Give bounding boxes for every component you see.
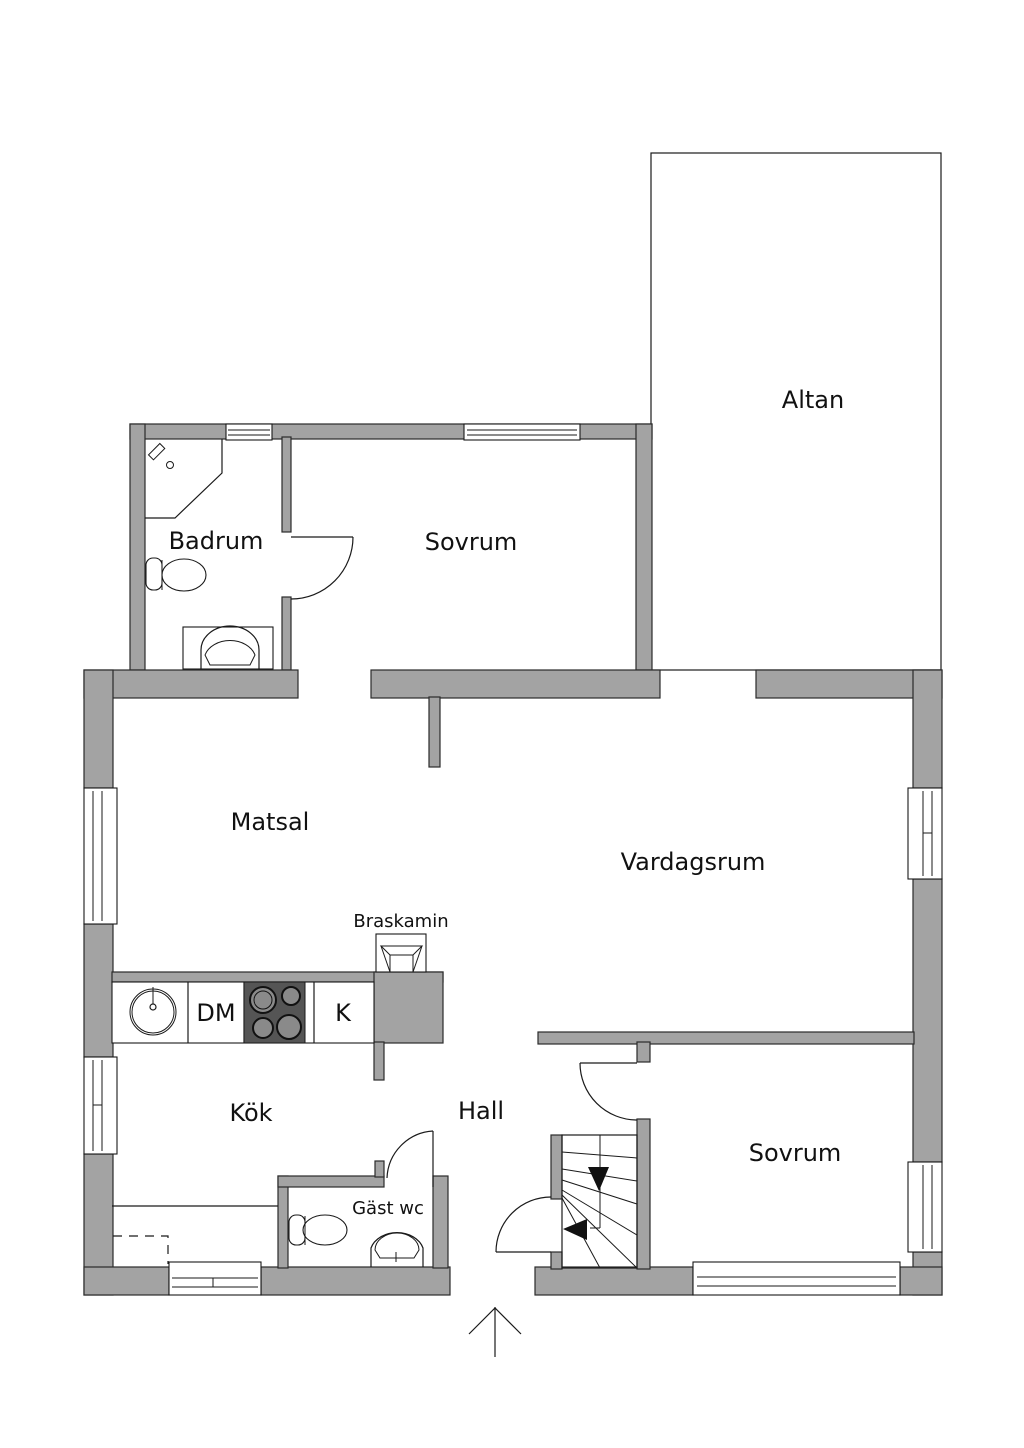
windows (83, 423, 943, 1296)
window-sovrum-upper (463, 423, 581, 441)
window-kok-bottom (168, 1261, 262, 1296)
room-label-sovrum-lower: Sovrum (749, 1139, 842, 1167)
room-label-matsal: Matsal (231, 808, 310, 836)
window-sovrum-lower-right (907, 1161, 943, 1253)
room-label-altan: Altan (782, 386, 844, 414)
window-matsal (83, 787, 118, 925)
toilet-icon (145, 557, 207, 592)
door-sovrum-lower[interactable] (579, 1062, 638, 1121)
fixture-label-k: K (335, 999, 352, 1027)
room-labels: Altan Badrum Sovrum Matsal Vardagsrum Kö… (169, 386, 845, 1219)
door-stairs[interactable] (495, 1196, 552, 1253)
door-badrum[interactable] (290, 536, 354, 600)
shower-icon (145, 439, 223, 519)
room-label-gast-wc: Gäst wc (352, 1198, 424, 1219)
door-gast-wc[interactable] (386, 1130, 434, 1187)
window-vardagsrum (907, 787, 943, 880)
fireplace-icon (375, 933, 427, 973)
wc-toilet-icon (288, 1214, 348, 1246)
entrance-arrow-icon (468, 1307, 522, 1357)
walls (83, 423, 943, 1296)
kitchen-sink-icon (129, 987, 177, 1036)
kitchen-lower-counter (112, 1205, 278, 1264)
stairs-icon (561, 1134, 638, 1269)
fixture-label-braskamin: Braskamin (353, 911, 448, 932)
fixture-label-dm: DM (196, 999, 235, 1027)
room-label-sovrum-upper: Sovrum (425, 528, 518, 556)
room-label-badrum: Badrum (169, 527, 264, 555)
wc-sink-icon (370, 1232, 424, 1267)
room-label-vardagsrum: Vardagsrum (621, 848, 766, 876)
room-label-hall: Hall (458, 1097, 504, 1125)
kitchen-counter (111, 981, 375, 1044)
room-label-kok: Kök (229, 1099, 272, 1127)
window-sovrum-lower-bottom (692, 1261, 901, 1296)
doors (290, 536, 638, 1253)
sink-icon (182, 625, 274, 670)
window-kok (83, 1056, 118, 1155)
window-badrum (225, 423, 273, 441)
stove-icon (243, 981, 306, 1044)
